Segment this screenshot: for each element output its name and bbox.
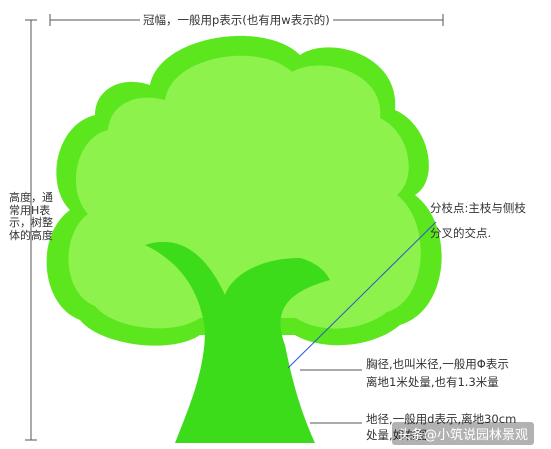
tree-crown-inner (68, 55, 421, 329)
branch-point-leader-line (287, 221, 437, 369)
tree-trunk (145, 241, 330, 443)
height-label: 高度，通常用H表示，树整体的高度 (9, 191, 53, 242)
dbh-label-line1: 胸径,也叫米径,一般用Φ表示 (366, 357, 509, 371)
branch-point-label-line1: 分枝点:主枝与侧枝 (430, 201, 526, 215)
watermark: 头条@小筑说园林景观 (392, 422, 535, 445)
ground-diameter-label-line2: 处量,如右图 (366, 428, 428, 442)
ground-diameter-label-line1: 地径,一般用d表示,离地30cm (366, 412, 517, 426)
crown-width-label: 冠幅，一般用p表示(也有用w表示的) (140, 13, 333, 27)
dbh-label-line2: 离地1米处量,也有1.3米量 (366, 375, 499, 389)
branch-point-label-line2: 分叉的交点. (430, 226, 492, 240)
